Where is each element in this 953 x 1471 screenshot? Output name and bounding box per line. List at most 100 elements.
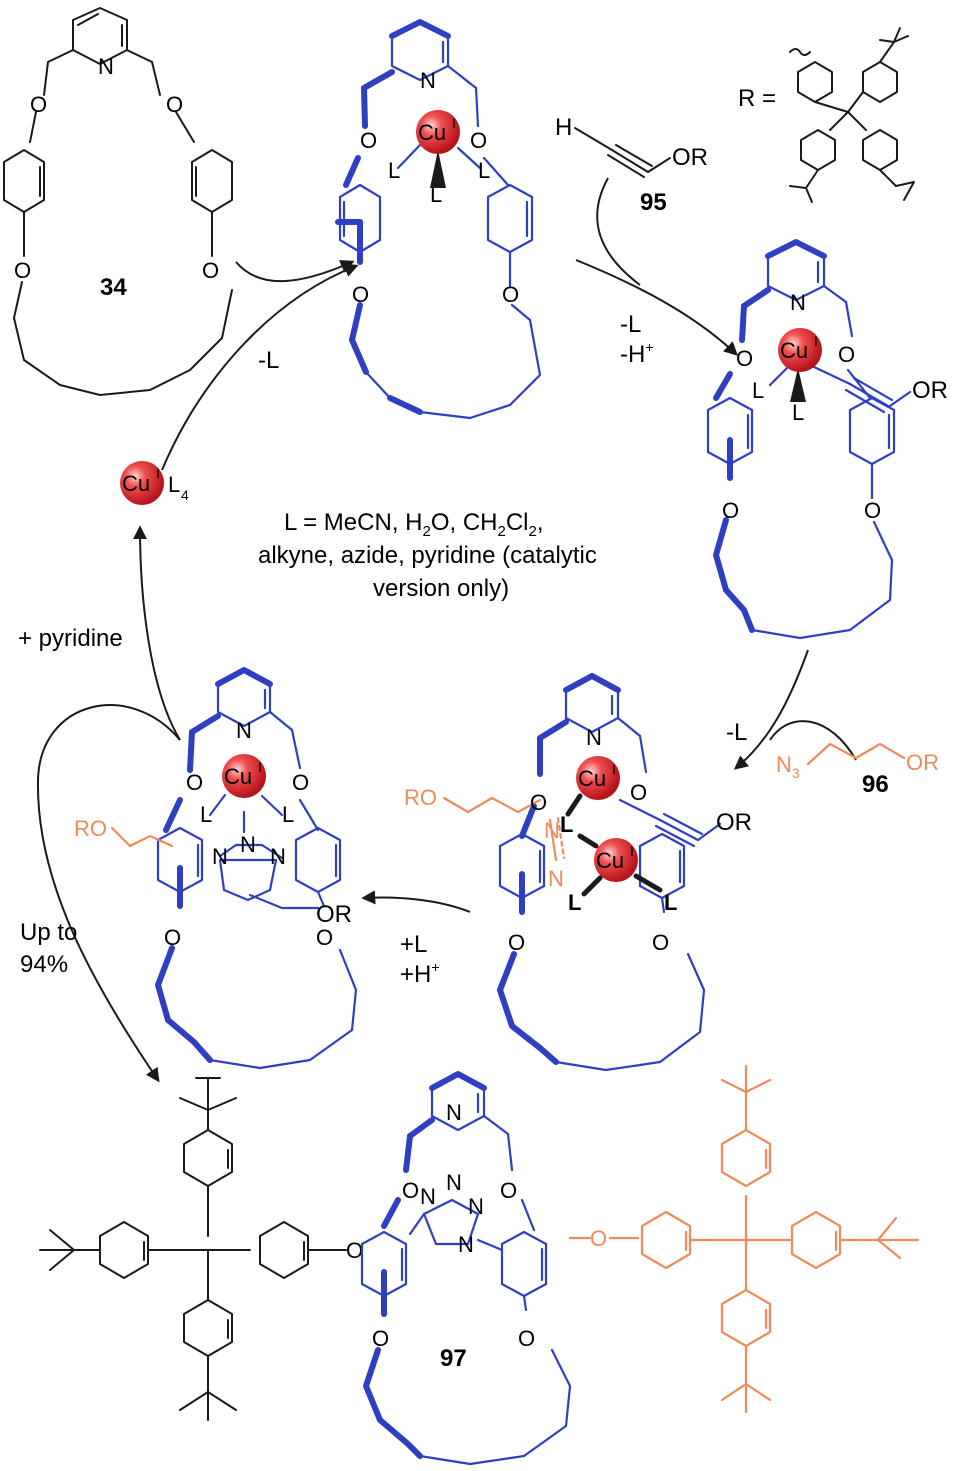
- arrow-34-to-complex: [235, 260, 355, 283]
- ligand-L: L: [388, 158, 400, 183]
- legend-line-3: version only): [373, 575, 509, 602]
- yield-line-2: 94%: [20, 951, 68, 978]
- cu-acetylide-complex: Cu I N O O L L OR O O: [706, 239, 948, 640]
- r-group-definition: R =: [738, 27, 915, 203]
- condition-minus-L: -L: [258, 347, 279, 374]
- ligand-L: L: [792, 400, 804, 425]
- condition-plus-pyridine: + pyridine: [18, 625, 123, 652]
- alkyne-OR: OR: [912, 377, 948, 404]
- atom-O: O: [508, 930, 525, 955]
- atom-O: O: [530, 790, 547, 815]
- arrow-to-acetylide: [575, 259, 739, 356]
- ligand-count: 4: [181, 487, 189, 503]
- ligand-L: L: [478, 158, 490, 183]
- atom-O: O: [838, 342, 855, 367]
- legend-line-2: alkyne, azide, pyridine (catalytic: [258, 542, 597, 569]
- copper-ox-state: I: [452, 115, 456, 131]
- atom-O: O: [292, 770, 309, 795]
- ligand-legend: L = MeCN, H2O, CH2Cl2, alkyne, azide, py…: [258, 509, 597, 602]
- atom-O: O: [590, 1226, 607, 1251]
- copper-atom-icon: [594, 838, 638, 882]
- atom-O: O: [736, 346, 753, 371]
- atom-N: N: [98, 54, 114, 79]
- compound-label-97: 97: [440, 1345, 467, 1372]
- condition-minus-H: -H+: [620, 339, 654, 368]
- ligand-L: L: [430, 182, 442, 207]
- atom-O: O: [864, 498, 881, 523]
- condition-minus-L: -L: [620, 311, 641, 338]
- atom-N: N: [420, 68, 436, 93]
- atom-O: O: [652, 930, 669, 955]
- atom-O: O: [30, 92, 47, 117]
- copper-l4-reagent: Cu I L 4: [120, 461, 189, 505]
- ligand-L: L: [282, 802, 294, 827]
- alkyne-OR: OR: [716, 809, 752, 836]
- atom-H: H: [555, 114, 572, 141]
- alkyne-OR: OR: [672, 144, 708, 171]
- orange-RO: RO: [404, 785, 437, 810]
- atom-O: O: [346, 1238, 363, 1263]
- copper-atom-icon: [778, 328, 822, 372]
- atom-N: N: [420, 1184, 436, 1209]
- rotaxane-product-97: O N O O N N N N: [39, 1064, 920, 1466]
- yield-line-1: Up to: [20, 919, 77, 946]
- arrow-to-triazolide: [361, 890, 471, 913]
- atom-N: N: [270, 844, 286, 869]
- cu-macrocycle-complex: Cu I N O O L L L O O: [335, 19, 542, 420]
- arrow-to-cul4: [133, 525, 181, 741]
- copper-symbol: Cu: [122, 471, 150, 496]
- atom-O: O: [360, 128, 377, 153]
- atom-O: O: [722, 498, 739, 523]
- arrow-alkyne-in: [596, 177, 641, 286]
- atom-N: N: [790, 290, 806, 315]
- azide-96: N3 OR 96: [776, 742, 939, 798]
- legend-line-1: L = MeCN, H2O, CH2Cl2,: [284, 509, 544, 540]
- atom-O: O: [164, 925, 181, 950]
- copper-symbol: Cu: [780, 338, 808, 363]
- atom-N: N: [586, 725, 602, 750]
- ligand-L: L: [168, 472, 180, 497]
- copper-symbol: Cu: [418, 120, 446, 145]
- copper-symbol: Cu: [578, 766, 606, 791]
- copper-ox-state: I: [156, 465, 160, 481]
- copper-ox-state: I: [612, 761, 616, 777]
- atom-N: N: [468, 1194, 484, 1219]
- copper-ox-state: I: [630, 843, 634, 859]
- alkyne-95: H OR 95: [555, 114, 708, 216]
- r-group-label: R =: [738, 85, 776, 112]
- compound-label-34: 34: [100, 274, 127, 301]
- copper-atom-icon: [576, 756, 620, 800]
- atom-O: O: [352, 282, 369, 307]
- copper-symbol: Cu: [596, 848, 624, 873]
- condition-plus-H: +H+: [400, 959, 440, 988]
- arrow-azide-in: [769, 720, 857, 761]
- macrocycle-34: N O O O O 34: [3, 7, 233, 396]
- atom-N: N: [446, 1100, 462, 1125]
- copper-atom-icon: [416, 110, 460, 154]
- arrow-to-product: [36, 704, 181, 1083]
- atom-O: O: [166, 92, 183, 117]
- atom-N: N: [212, 844, 228, 869]
- wedge-bond: [790, 368, 806, 402]
- atom-O: O: [14, 258, 31, 283]
- ligand-L: L: [664, 890, 677, 915]
- condition-minus-L: -L: [726, 719, 747, 746]
- cu-triazolide-complex: RO Cu I N O O L L N N N OR O O: [74, 667, 358, 1070]
- wedge-bond: [430, 150, 446, 188]
- atom-O: O: [316, 925, 333, 950]
- atom-O: O: [500, 1178, 517, 1203]
- copper-ox-state: I: [258, 759, 262, 775]
- atom-N: N: [446, 1170, 462, 1195]
- copper-atom-icon: [222, 754, 266, 798]
- azide-N: N: [548, 866, 564, 891]
- atom-O: O: [630, 780, 647, 805]
- atom-O: O: [470, 128, 487, 153]
- atom-O: O: [518, 1326, 535, 1351]
- compound-label-95: 95: [640, 189, 667, 216]
- dinuclear-cu-complex: RO O O N N N Cu I Cu I L L L OR O O: [404, 673, 752, 1072]
- triazole-OR: OR: [316, 901, 352, 928]
- ligand-L: L: [568, 890, 581, 915]
- azide-OR: OR: [906, 750, 939, 775]
- azide-N3: N3: [776, 752, 800, 781]
